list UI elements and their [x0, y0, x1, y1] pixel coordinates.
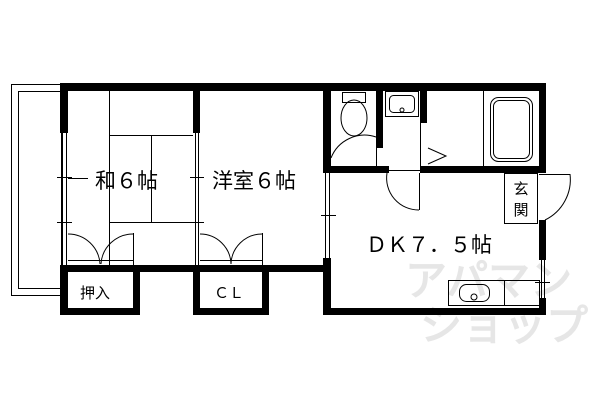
entrance-label-top: 玄 [513, 180, 528, 198]
entrance-label-bottom: 関 [513, 201, 528, 219]
watermark: アパマン ショップ [405, 256, 588, 350]
washbasin-icon [385, 91, 448, 166]
windows [57, 133, 550, 298]
storage-label-oshiire: 押入 [80, 284, 110, 302]
bathtub-icon [483, 91, 533, 166]
kitchen-sink-icon [448, 280, 540, 306]
walls [60, 83, 546, 315]
tatami-lines [68, 91, 193, 265]
storage-label-closet: ＣＬ [214, 284, 244, 302]
entrance: 玄 関 [504, 173, 571, 224]
toilet-icon [330, 92, 377, 166]
room-label-dk: ＤＫ７．５帖 [366, 233, 492, 257]
room-label-washitsu: 和６帖 [95, 169, 158, 193]
room-label-youshitsu: 洋室６帖 [212, 169, 296, 193]
balcony [11, 84, 62, 296]
washroom-door [386, 170, 420, 211]
closet-doors [67, 233, 263, 266]
